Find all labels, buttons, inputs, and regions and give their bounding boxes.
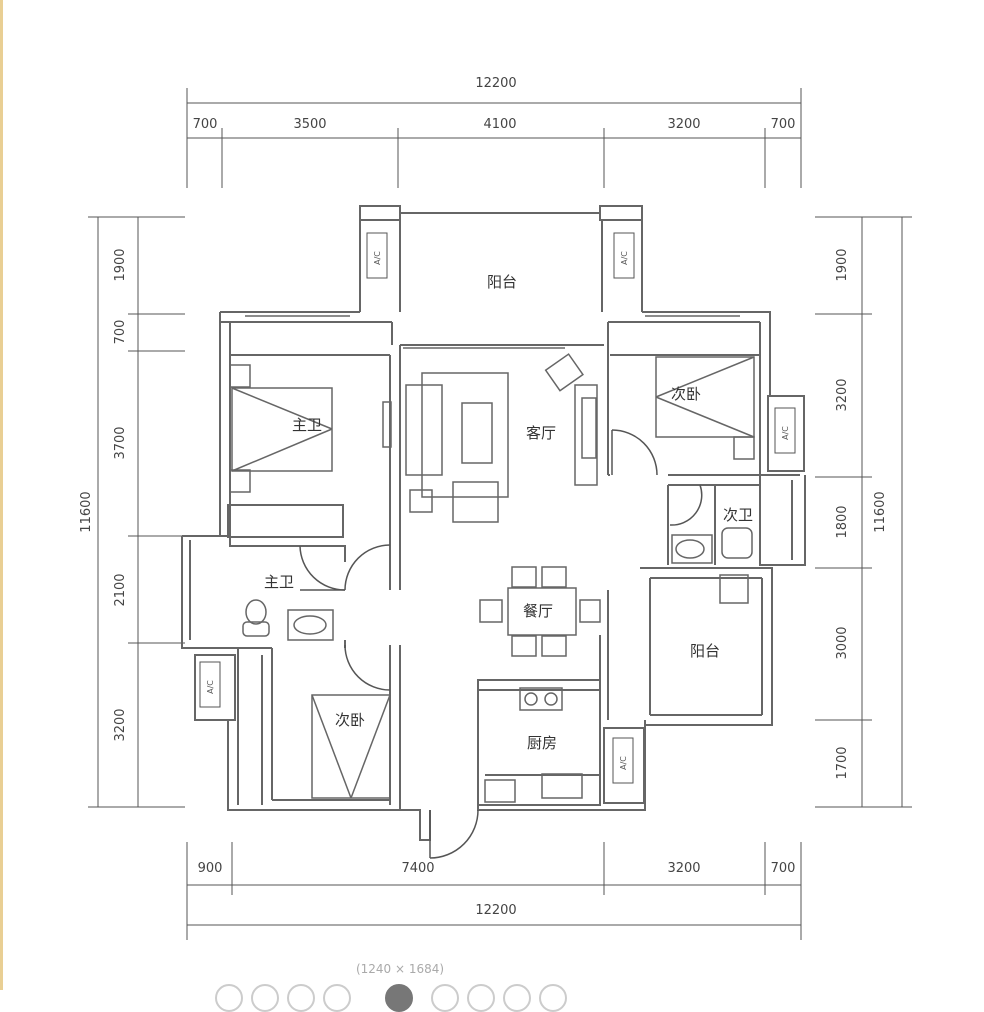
top-total-dim: 12200 <box>475 76 516 91</box>
bottom-dimensions: 900 7400 3200 700 12200 <box>198 861 796 918</box>
bottom-dim-2: 7400 <box>401 861 434 876</box>
top-dim-4: 3200 <box>667 117 700 132</box>
ac-label: A/C <box>781 426 790 440</box>
thumbnail-dot[interactable] <box>215 984 243 1012</box>
right-dim-2: 3200 <box>835 378 850 411</box>
left-dimensions: 11600 1900 700 3700 2100 3200 <box>79 248 128 741</box>
furniture <box>229 315 755 803</box>
thumbnail-dot[interactable] <box>467 984 495 1012</box>
thumbnail-dot[interactable] <box>323 984 351 1012</box>
thumbnail-strip[interactable] <box>215 982 595 1012</box>
room-label-dining-room: 餐厅 <box>523 602 553 620</box>
right-dim-3: 1800 <box>835 505 850 538</box>
ac-label: A/C <box>373 251 382 265</box>
top-dimensions: 12200 700 3500 4100 3200 700 <box>193 76 796 132</box>
room-label-secondary-bath: 次卫 <box>723 506 753 524</box>
image-size-caption: (1240 × 1684) <box>355 962 445 976</box>
right-dimensions: 11600 1900 3200 1800 3000 1700 <box>835 248 888 779</box>
room-label-secondary-bedroom-bottom: 次卧 <box>335 711 365 729</box>
thumbnail-dot[interactable] <box>431 984 459 1012</box>
left-dim-5: 3200 <box>113 708 128 741</box>
bottom-dim-1: 900 <box>198 861 223 876</box>
bottom-dim-4: 700 <box>771 861 796 876</box>
walls <box>181 205 806 841</box>
image-viewer: A/C A/C A/C A/C A/C 12200 700 3500 4100 … <box>0 0 912 1012</box>
room-label-living-room: 客厅 <box>526 424 556 442</box>
ac-units: A/C A/C A/C A/C A/C <box>199 232 796 784</box>
thumbnail-dot[interactable] <box>539 984 567 1012</box>
bottom-total-dim: 12200 <box>475 903 516 918</box>
right-dim-1: 1900 <box>835 248 850 281</box>
left-total-dim: 11600 <box>79 491 94 532</box>
room-labels: 阳台 客厅 主卫 次卧 次卫 主卫 餐厅 阳台 次卧 厨房 <box>264 273 753 752</box>
ac-label: A/C <box>619 756 628 770</box>
thumbnail-dot[interactable] <box>251 984 279 1012</box>
left-dim-2: 700 <box>113 320 128 345</box>
thumbnail-dot-active[interactable] <box>385 984 413 1012</box>
room-label-secondary-bedroom-right: 次卧 <box>671 385 701 403</box>
right-dim-4: 3000 <box>835 626 850 659</box>
door-swings <box>299 429 703 859</box>
floor-plan: A/C A/C A/C A/C A/C 12200 700 3500 4100 … <box>79 76 912 940</box>
room-label-balcony-right: 阳台 <box>690 642 720 660</box>
top-dim-1: 700 <box>193 117 218 132</box>
bottom-dim-3: 3200 <box>667 861 700 876</box>
top-dim-5: 700 <box>771 117 796 132</box>
right-total-dim: 11600 <box>873 491 888 532</box>
left-edge-strip <box>0 0 3 990</box>
room-label-master-bedroom: 主卫 <box>292 416 322 434</box>
left-dim-4: 2100 <box>113 573 128 606</box>
thumbnail-dot[interactable] <box>503 984 531 1012</box>
room-label-kitchen: 厨房 <box>527 734 557 752</box>
thumbnail-dot[interactable] <box>287 984 315 1012</box>
left-dim-1: 1900 <box>113 248 128 281</box>
room-label-balcony-top: 阳台 <box>487 273 517 291</box>
ac-label: A/C <box>620 251 629 265</box>
top-dim-2: 3500 <box>293 117 326 132</box>
left-dim-3: 3700 <box>113 426 128 459</box>
top-dim-3: 4100 <box>483 117 516 132</box>
room-label-master-bath: 主卫 <box>264 573 294 591</box>
ac-label: A/C <box>206 680 215 694</box>
right-dim-5: 1700 <box>835 746 850 779</box>
